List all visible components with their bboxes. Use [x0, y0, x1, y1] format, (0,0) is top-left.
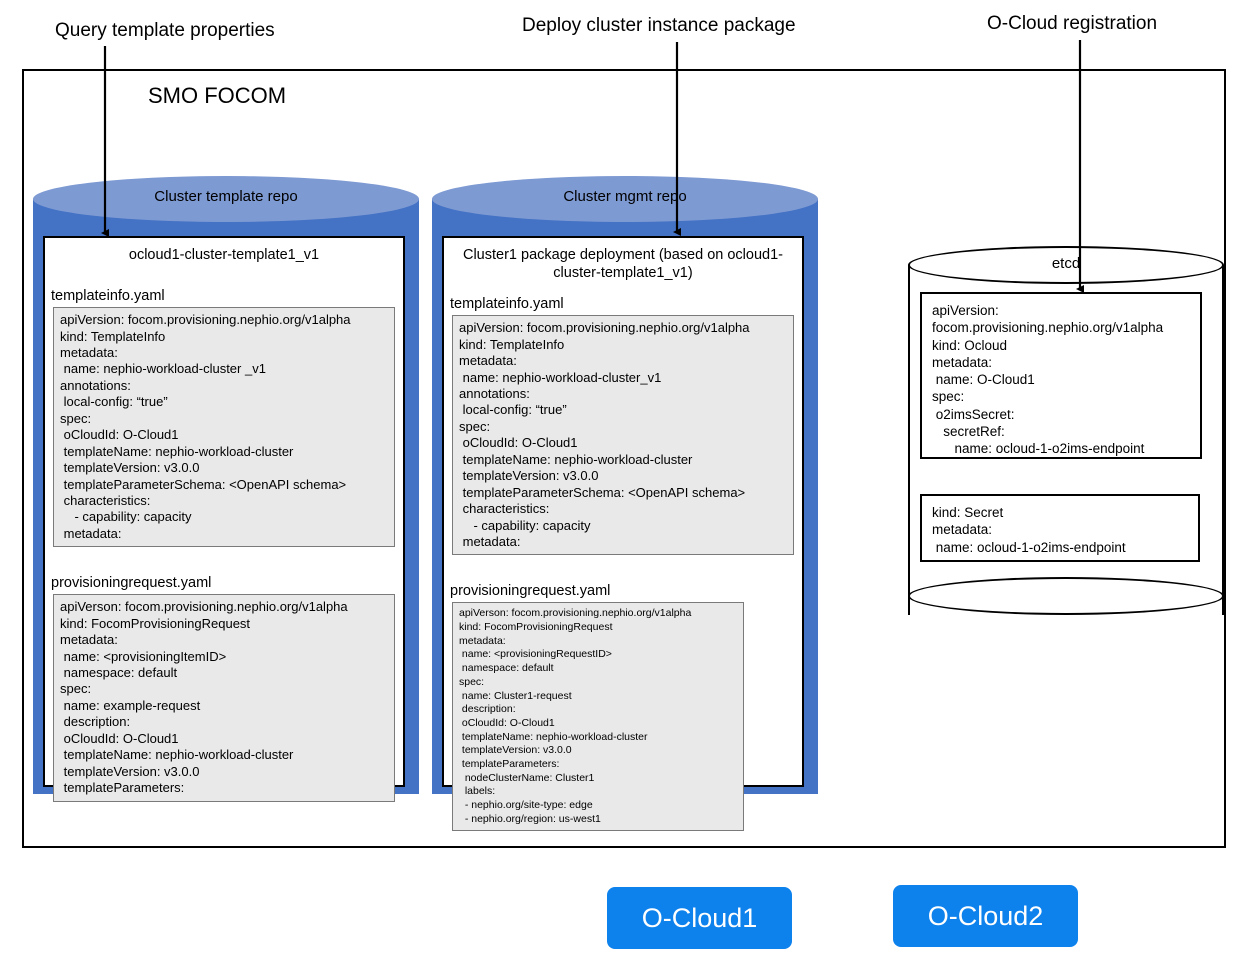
cluster-template-repo-caption: Cluster template repo: [154, 188, 298, 205]
package-title: Cluster1 package deployment (based on oc…: [462, 247, 783, 282]
ocloud1-cluster-template1-package[interactable]: ocloud1-cluster-template1_v1 templateinf…: [43, 236, 405, 802]
yaml-provisioningrequest: apiVerson: focom.provisioning.nephio.org…: [452, 602, 744, 832]
callout-ocloud-registration: O-Cloud registration: [987, 13, 1158, 34]
yaml-templateinfo: apiVersion: focom.provisioning.nephio.or…: [452, 315, 794, 556]
yaml-provisioningrequest: apiVerson: focom.provisioning.nephio.org…: [53, 594, 395, 802]
cylinder-top: [432, 176, 818, 222]
o-cloud2-node[interactable]: O-Cloud2: [893, 885, 1078, 947]
etcd-record-ocloud-cr[interactable]: apiVersion: focom.provisioning.nephio.or…: [920, 292, 1202, 459]
file-label-templateinfo: templateinfo.yaml: [450, 296, 564, 313]
callout-query-template-properties: Query template properties: [55, 20, 275, 41]
file-label-provisioningrequest: provisioningrequest.yaml: [450, 583, 611, 600]
cluster1-package-deployment[interactable]: Cluster1 package deployment (based on oc…: [442, 236, 804, 832]
smo-focom-title: SMO FOCOM: [148, 83, 287, 108]
package-title: ocloud1-cluster-template1_v1: [128, 247, 320, 263]
cluster-mgmt-repo-caption: Cluster mgmt repo: [563, 188, 687, 205]
yaml-templateinfo: apiVersion: focom.provisioning.nephio.or…: [53, 307, 395, 548]
etcd-caption: etcd: [1051, 255, 1081, 272]
o-cloud1-node[interactable]: O-Cloud1: [607, 887, 792, 949]
cylinder-bottom: [908, 577, 1224, 615]
callout-deploy-cluster-instance-package: Deploy cluster instance package: [522, 15, 796, 36]
smo-focom-container: [22, 69, 1226, 848]
file-label-templateinfo: templateinfo.yaml: [51, 288, 165, 305]
cylinder-top: [33, 176, 419, 222]
file-label-provisioningrequest: provisioningrequest.yaml: [51, 575, 212, 592]
cylinder-top: [908, 246, 1224, 284]
etcd-record-secret-cr[interactable]: kind: Secret metadata: name: ocloud-1-o2…: [920, 494, 1200, 562]
